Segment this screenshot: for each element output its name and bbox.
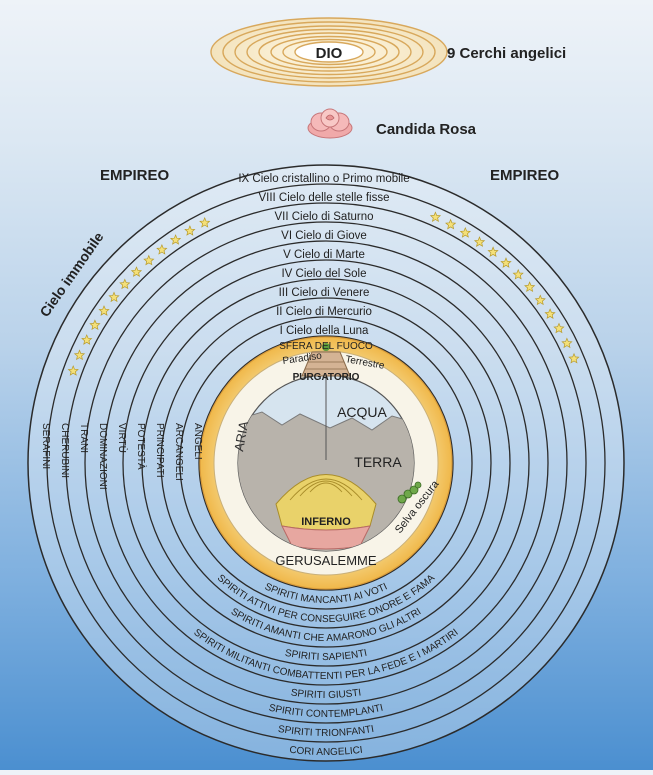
- star-icon: [73, 349, 86, 361]
- dio-angelic-circles: [210, 17, 448, 87]
- star-icon: [199, 216, 211, 228]
- angelic-order-label: DOMINAZIONI: [97, 423, 108, 490]
- heaven-label: I Cielo della Luna: [280, 325, 369, 337]
- star-icon: [445, 218, 457, 230]
- star-icon: [89, 319, 101, 331]
- angelic-order-labels: SERAFINI CHERUBINI TRANI DOMINAZIONI VIRTÙ PO…: [40, 423, 203, 490]
- angelic-order-label: TRANI: [78, 423, 89, 453]
- star-icon: [568, 352, 580, 364]
- star-icon: [67, 365, 79, 376]
- earth-globe: [237, 374, 415, 552]
- gerusalemme-label: GERUSALEMME: [275, 553, 376, 568]
- candida-rosa-label: Candida Rosa: [376, 121, 477, 138]
- fixed-stars: [67, 211, 580, 376]
- aria-label: ARIA: [231, 420, 251, 453]
- star-icon: [473, 236, 486, 247]
- spirit-label: SPIRITI SAPIENTI: [284, 648, 368, 663]
- heaven-label: VII Cielo di Saturno: [274, 211, 373, 223]
- heaven-label: VI Cielo di Giove: [281, 230, 367, 242]
- heaven-label: III Cielo di Venere: [279, 287, 370, 299]
- star-icon: [108, 291, 120, 303]
- star-icon: [561, 337, 573, 349]
- angelic-order-label: ANGELI: [192, 423, 203, 460]
- spirit-label: SPIRITI GIUSTI: [290, 687, 362, 701]
- star-icon: [130, 266, 143, 277]
- cerchi-angelici-label: 9 Cerchi angelici: [447, 45, 566, 62]
- star-icon: [119, 278, 131, 290]
- star-icon: [553, 322, 565, 334]
- star-icon: [544, 308, 556, 319]
- selva-oscura-trees: [397, 481, 422, 504]
- angelic-order-label: CHERUBINI: [59, 423, 70, 478]
- star-icon: [429, 211, 442, 223]
- star-icon: [184, 225, 196, 236]
- heaven-labels: IX Cielo cristallino o Primo mobileVIII …: [238, 173, 409, 337]
- star-icon: [512, 268, 524, 280]
- purgatorio-label: PURGATORIO: [293, 372, 360, 383]
- acqua-label: ACQUA: [337, 404, 387, 420]
- star-icon: [143, 254, 155, 266]
- heaven-label: VIII Cielo delle stelle fisse: [258, 192, 389, 204]
- star-icon: [500, 257, 512, 268]
- star-icon: [487, 246, 499, 257]
- inferno-label: INFERNO: [301, 516, 351, 528]
- star-icon: [169, 234, 182, 245]
- spirit-label: SPIRITI TRIONFANTI: [277, 724, 375, 739]
- empireo-right-label: EMPIREO: [490, 167, 560, 184]
- star-icon: [524, 281, 536, 293]
- sfera-del-fuoco-label: SFERA DEL FUOCO: [279, 341, 373, 352]
- heaven-label: IV Cielo del Sole: [281, 268, 366, 280]
- angelic-order-label: SERAFINI: [40, 423, 51, 469]
- heaven-label: V Cielo di Marte: [283, 249, 365, 261]
- star-icon: [534, 294, 546, 306]
- dio-label: DIO: [316, 45, 343, 62]
- angelic-order-label: VIRTÙ: [116, 423, 129, 453]
- terra-label: TERRA: [354, 454, 402, 470]
- star-icon: [81, 334, 93, 345]
- heaven-label: IX Cielo cristallino o Primo mobile: [238, 173, 409, 185]
- star-icon: [98, 305, 110, 316]
- paradiso-label: Paradiso: [282, 351, 323, 367]
- angelic-order-label: PRINCIPATI: [154, 423, 165, 478]
- angelic-order-label: POTESTÀ: [135, 423, 148, 470]
- purgatorio-mountain: [301, 343, 351, 377]
- star-icon: [459, 226, 471, 238]
- empireo-left-label: EMPIREO: [100, 167, 170, 184]
- rose-icon: [307, 108, 353, 139]
- heaven-label: II Cielo di Mercurio: [276, 306, 372, 318]
- angelic-order-label: ARCANGELI: [173, 423, 184, 481]
- star-icon: [156, 243, 168, 255]
